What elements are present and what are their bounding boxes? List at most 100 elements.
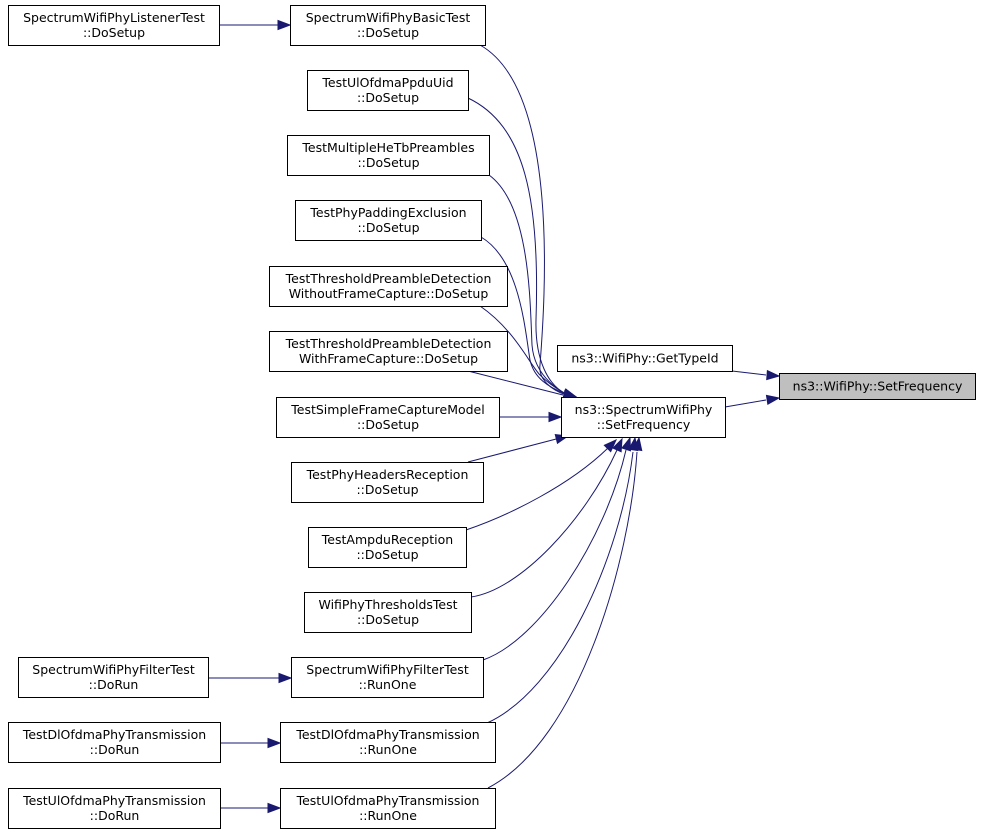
arrowhead-icon [765,394,781,406]
arrowhead-icon [267,802,282,814]
node-ampdu[interactable]: TestAmpduReception::DoSetup [308,527,467,568]
node-label: ::DoRun [89,677,139,692]
node-multihetb[interactable]: TestMultipleHeTbPreambles::DoSetup [287,135,490,176]
edge-spectrumset-to-setfreq [724,394,781,408]
edge-uldorun-to-ulrunone [220,802,282,814]
node-label: TestMultipleHeTbPreambles [301,140,474,155]
edge-line [479,305,567,395]
node-listenertest[interactable]: SpectrumWifiPhyListenerTest::DoSetup [8,5,220,46]
node-label: ::DoSetup [357,417,419,432]
edge-line [467,370,564,396]
node-box[interactable] [276,397,500,438]
node-gettypeid[interactable]: ns3::WifiPhy::GetTypeId [557,345,733,372]
node-box[interactable] [779,373,976,400]
node-label: WithFrameCapture::DoSetup [299,351,478,366]
node-box[interactable] [287,135,490,176]
node-label: TestThresholdPreambleDetection [285,336,492,351]
node-padding[interactable]: TestPhyPaddingExclusion::DoSetup [295,200,482,241]
node-dlrunone[interactable]: TestDlOfdmaPhyTransmission::RunOne [280,722,496,763]
node-label: SpectrumWifiPhyBasicTest [306,10,471,25]
edge-line [465,447,609,531]
edge-thresholds-to-spectrumset [470,437,623,598]
node-label: SpectrumWifiPhyFilterTest [306,662,469,677]
node-label: ::DoSetup [356,547,418,562]
edges [208,19,781,814]
node-label: ::RunOne [359,808,417,823]
edge-simplecapture-to-spectrumset [499,411,563,423]
edge-threshwith-to-spectrumset [467,370,578,401]
node-box[interactable] [269,266,508,307]
node-label: ::DoSetup [357,612,419,627]
node-label: TestUlOfdmaPhyTransmission [296,793,480,808]
node-box[interactable] [291,462,484,503]
edge-listenertest-to-basictest [219,19,292,31]
edge-line [467,437,561,463]
node-threshwith[interactable]: TestThresholdPreambleDetectionWithFrameC… [269,331,508,372]
node-label: ::SetFrequency [597,417,691,432]
node-box[interactable] [8,722,221,763]
node-box[interactable] [269,331,508,372]
node-label: TestUlOfdmaPpduUid [321,75,453,90]
node-ulrunone[interactable]: TestUlOfdmaPhyTransmission::RunOne [280,788,496,829]
node-label: WithoutFrameCapture::DoSetup [289,286,489,301]
node-threshwithout[interactable]: TestThresholdPreambleDetectionWithoutFra… [269,266,508,307]
node-label: WifiPhyThresholdsTest [318,597,457,612]
node-label: ns3::WifiPhy::SetFrequency [793,379,963,394]
node-box[interactable] [8,788,221,829]
node-label: TestPhyHeadersReception [306,467,469,482]
node-thresholds[interactable]: WifiPhyThresholdsTest::DoSetup [304,592,472,633]
edge-padding-to-spectrumset [480,236,578,399]
node-label: TestAmpduReception [321,532,453,547]
node-label: ::DoSetup [356,482,418,497]
arrowhead-icon [766,369,781,381]
node-label: ::DoSetup [357,155,419,170]
node-dldorun[interactable]: TestDlOfdmaPhyTransmission::DoRun [8,722,221,763]
edge-line [482,449,627,661]
edge-gettypeid-to-setfreq [731,369,781,381]
node-label: ::DoSetup [83,25,145,40]
node-label: TestDlOfdmaPhyTransmission [295,727,479,742]
node-simplecapture[interactable]: TestSimpleFrameCaptureModel::DoSetup [276,397,500,438]
arrowhead-icon [277,19,292,31]
arrowhead-icon [621,436,632,452]
node-label: TestThresholdPreambleDetection [285,271,492,286]
node-label: TestUlOfdmaPhyTransmission [22,793,206,808]
node-headers[interactable]: TestPhyHeadersReception::DoSetup [291,462,484,503]
node-box[interactable] [557,345,733,372]
edge-filterdorun-to-filterrunone [208,672,293,684]
node-box[interactable] [8,5,220,46]
node-label: ::DoSetup [357,220,419,235]
edge-ulrunone-to-spectrumset [487,436,643,789]
node-uldorun[interactable]: TestUlOfdmaPhyTransmission::DoRun [8,788,221,829]
node-box[interactable] [290,5,486,46]
node-spectrumset[interactable]: ns3::SpectrumWifiPhy::SetFrequency [561,397,726,438]
node-box[interactable] [561,397,726,438]
node-setfreq[interactable]: ns3::WifiPhy::SetFrequency [779,373,976,400]
node-label: ns3::SpectrumWifiPhy [575,402,713,417]
arrowhead-icon [267,737,282,749]
node-label: TestDlOfdmaPhyTransmission [22,727,206,742]
node-ulofdmauid[interactable]: TestUlOfdmaPpduUid::DoSetup [307,70,469,111]
node-basictest[interactable]: SpectrumWifiPhyBasicTest::DoSetup [290,5,486,46]
arrowhead-icon [603,438,618,453]
edge-filterrunone-to-spectrumset [482,436,632,661]
edge-ampdu-to-spectrumset [465,438,618,531]
nodes: ns3::WifiPhy::SetFrequency ns3::WifiPhy::… [8,5,976,829]
node-box[interactable] [280,722,496,763]
node-label: ::DoSetup [357,25,419,40]
node-box[interactable] [18,657,209,698]
node-box[interactable] [295,200,482,241]
node-box[interactable] [308,527,467,568]
node-label: ::DoSetup [357,90,419,105]
node-box[interactable] [280,788,496,829]
node-filterrunone[interactable]: SpectrumWifiPhyFilterTest::RunOne [291,657,484,698]
edge-line [488,174,567,395]
node-box[interactable] [307,70,469,111]
node-label: SpectrumWifiPhyListenerTest [23,10,205,25]
node-box[interactable] [304,592,472,633]
node-box[interactable] [291,657,484,698]
node-filterdorun[interactable]: SpectrumWifiPhyFilterTest::DoRun [18,657,209,698]
node-label: TestPhyPaddingExclusion [309,205,466,220]
edge-line [724,399,767,408]
